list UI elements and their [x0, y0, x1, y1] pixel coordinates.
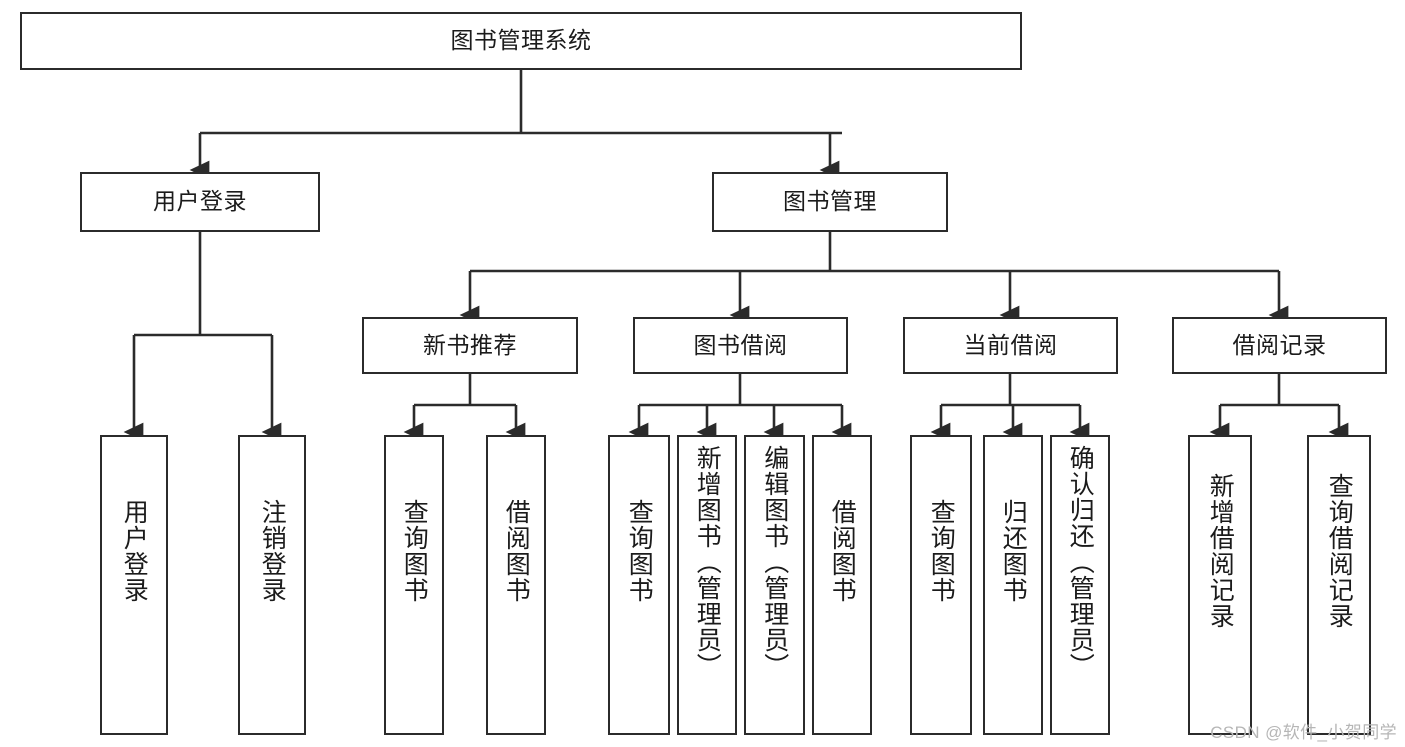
node-label: 编辑图书（管理员） — [760, 445, 789, 679]
node-label: 注销登录 — [258, 499, 287, 603]
leaf-confirm-return-admin[interactable]: 确认归还（管理员） — [1050, 435, 1110, 735]
node-label: 图书管理 — [783, 188, 877, 215]
node-label: 查询图书 — [400, 499, 429, 603]
node-user-login[interactable]: 用户登录 — [80, 172, 320, 232]
node-current-borrow[interactable]: 当前借阅 — [903, 317, 1118, 374]
leaf-query-borrow-record[interactable]: 查询借阅记录 — [1307, 435, 1371, 735]
csdn-watermark: CSDN @软件_小贺同学 — [1210, 723, 1397, 742]
leaf-add-book-admin[interactable]: 新增图书（管理员） — [677, 435, 737, 735]
node-book-management[interactable]: 图书管理 — [712, 172, 948, 232]
node-label: 借阅记录 — [1232, 331, 1327, 358]
node-label: 图书管理系统 — [450, 27, 592, 54]
node-borrow-record[interactable]: 借阅记录 — [1172, 317, 1387, 374]
node-label: 新书推荐 — [423, 331, 517, 358]
leaf-user-login[interactable]: 用户登录 — [100, 435, 168, 735]
node-label: 借阅图书 — [502, 499, 531, 603]
node-label: 归还图书 — [999, 499, 1028, 603]
node-new-book-recommend[interactable]: 新书推荐 — [362, 317, 578, 374]
node-label: 查询图书 — [625, 499, 654, 603]
node-label: 确认归还（管理员） — [1066, 445, 1095, 679]
node-label: 用户登录 — [153, 188, 247, 215]
leaf-query-book-newbook[interactable]: 查询图书 — [384, 435, 444, 735]
node-label: 用户登录 — [120, 499, 149, 603]
node-label: 图书借阅 — [693, 331, 788, 358]
leaf-query-book-current[interactable]: 查询图书 — [910, 435, 972, 735]
leaf-logout[interactable]: 注销登录 — [238, 435, 306, 735]
node-label: 新增借阅记录 — [1206, 473, 1235, 629]
leaf-query-book-borrow[interactable]: 查询图书 — [608, 435, 670, 735]
node-label: 查询借阅记录 — [1325, 473, 1354, 629]
node-label: 查询图书 — [927, 499, 956, 603]
node-label: 当前借阅 — [963, 331, 1058, 358]
leaf-lend-book[interactable]: 借阅图书 — [812, 435, 872, 735]
leaf-borrow-book-newbook[interactable]: 借阅图书 — [486, 435, 546, 735]
node-label: 借阅图书 — [828, 499, 857, 603]
node-root-system[interactable]: 图书管理系统 — [20, 12, 1022, 70]
leaf-edit-book-admin[interactable]: 编辑图书（管理员） — [744, 435, 805, 735]
leaf-add-borrow-record[interactable]: 新增借阅记录 — [1188, 435, 1252, 735]
node-label: 新增图书（管理员） — [693, 445, 722, 679]
node-book-borrow[interactable]: 图书借阅 — [633, 317, 848, 374]
leaf-return-book[interactable]: 归还图书 — [983, 435, 1043, 735]
